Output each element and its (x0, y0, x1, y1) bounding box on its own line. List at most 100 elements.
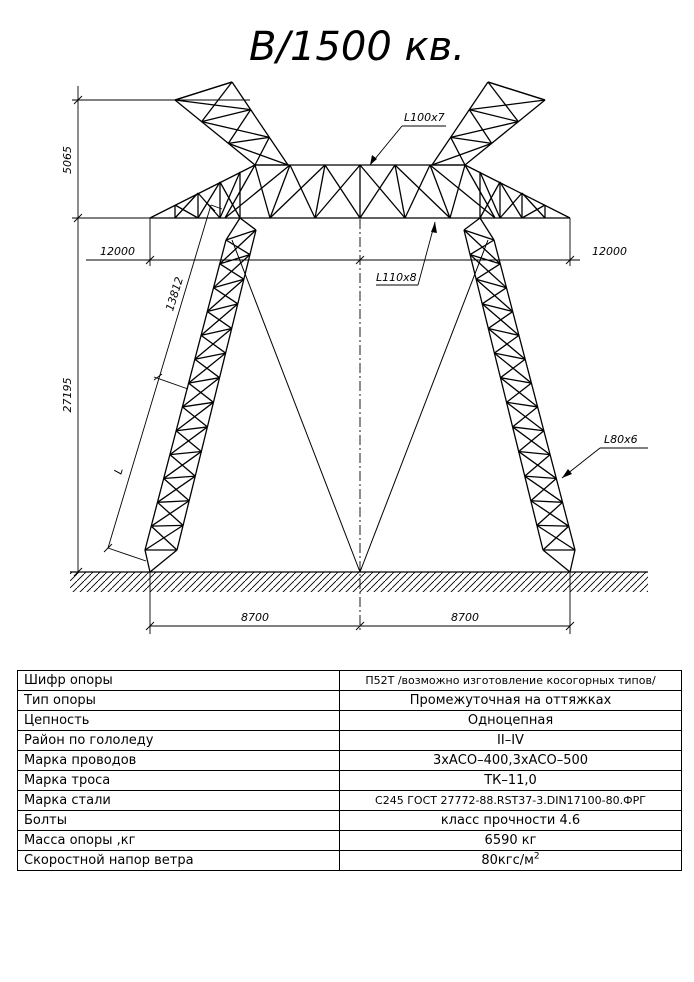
peak-chord (174, 99, 256, 166)
lattice-member (499, 192, 523, 219)
table-row: Скоростной напор ветра 80кгс/м2 (17, 850, 682, 871)
left-leg-strut (194, 352, 226, 360)
dim-top-height: 5065 (61, 146, 74, 174)
spec-value: II–IV (339, 730, 682, 751)
left-leg-brace (188, 352, 227, 384)
right-leg-strut (469, 253, 501, 265)
crossarm-brace (314, 164, 361, 219)
right-leg-strut (482, 303, 513, 313)
right-leg-brace (475, 278, 514, 313)
right-leg-brace (524, 475, 563, 503)
lattice-member (463, 217, 481, 231)
peak-tip (487, 81, 546, 101)
dim-left-span: 12000 (100, 245, 135, 258)
crossarm-strut (394, 164, 406, 219)
right-leg-brace (530, 500, 570, 527)
lattice-member (521, 204, 546, 219)
dim-leg-lower: L (112, 466, 126, 476)
left-leg-brace (175, 401, 214, 432)
right-leg-strut (488, 327, 520, 337)
right-leg-brace (518, 451, 557, 479)
lattice-member (197, 181, 221, 219)
spec-label: Марка проводов (17, 750, 340, 771)
spec-value: класс прочности 4.6 (339, 810, 682, 831)
lattice-member (479, 181, 501, 219)
label-brace-profile: L110x8 (376, 271, 417, 284)
left-leg-strut (182, 401, 214, 408)
left-leg-chord (144, 239, 227, 551)
lattice-member (239, 217, 257, 231)
lattice-member (499, 181, 523, 219)
peak-brace (487, 81, 519, 123)
spec-value: С245 ГОСТ 27772-88.RST37-3.DIN17100-80.Ф… (339, 790, 682, 811)
dim-leg-upper: 13812 (163, 275, 186, 312)
table-row: Цепность Одноцепная (17, 710, 682, 731)
tower-drawing: В/1500 кв. (61, 24, 648, 634)
crossarm-brace (394, 164, 451, 219)
lattice-member (144, 549, 151, 573)
crossarm-strut (269, 164, 291, 219)
leader-arrows (370, 155, 572, 478)
lattice-member (479, 217, 495, 241)
crossarm-brace (449, 164, 466, 219)
spec-value: 80кгс/м2 (339, 850, 682, 871)
crossarm-brace (269, 164, 326, 219)
peak-chord (464, 99, 546, 166)
spec-label: Масса опоры ,кг (17, 830, 340, 851)
left-leg-strut (151, 524, 184, 527)
peak-brace (254, 137, 270, 166)
right-leg-brace (463, 229, 501, 265)
dimension-lines (72, 86, 648, 634)
lattice-member (542, 549, 571, 573)
spec-value: ТК–11,0 (339, 770, 682, 791)
peak-brace (450, 121, 519, 138)
left-leg-strut (225, 229, 257, 241)
left-leg-brace (200, 303, 239, 336)
table-row: Район по гололеду II–IV (17, 730, 682, 751)
right-leg-strut (500, 377, 532, 384)
right-leg-strut (494, 352, 526, 360)
left-leg-brace (206, 278, 245, 313)
left-leg-brace (157, 475, 196, 503)
table-row: Марка троса ТК–11,0 (17, 770, 682, 791)
right-leg-brace (487, 327, 526, 360)
peak-brace (227, 109, 252, 144)
spec-label: Болты (17, 810, 340, 831)
spec-label: Тип опоры (17, 690, 340, 711)
dim-main-height: 27195 (61, 378, 74, 413)
spec-value: Одноцепная (339, 710, 682, 731)
peak-brace (201, 81, 233, 123)
left-leg-strut (163, 475, 196, 480)
right-leg-brace (493, 352, 532, 384)
peak-brace (228, 142, 289, 166)
crossarm-brace (254, 164, 271, 219)
specs-table: Шифр опоры П52Т /возможно изготовление к… (17, 670, 682, 871)
table-row: Тип опоры Промежуточная на оттяжках (17, 690, 682, 711)
peak-strut (450, 136, 492, 144)
left-leg-strut (213, 278, 245, 289)
right-leg-strut (463, 229, 495, 241)
lattice-member (219, 181, 241, 219)
peak-brace (468, 109, 493, 144)
right-leg-brace (512, 426, 551, 456)
right-leg-strut (512, 426, 544, 432)
right-leg-brace (500, 377, 539, 408)
peak-brace (174, 99, 251, 111)
left-leg-brace (169, 426, 208, 456)
spec-label: Марка троса (17, 770, 340, 791)
tower-lattice (144, 81, 576, 573)
lattice-member (174, 192, 199, 219)
left-leg-strut (188, 377, 220, 384)
crossarm-brace (359, 164, 396, 219)
lattice-member (149, 549, 178, 573)
lattice-member (479, 171, 501, 219)
peak-strut (228, 136, 270, 144)
spec-value: 6590 кг (339, 830, 682, 851)
table-row: Марка стали С245 ГОСТ 27772-88.RST37-3.D… (17, 790, 682, 811)
ground-hatch (70, 571, 648, 592)
guy-wires (231, 239, 489, 573)
right-leg-chord (493, 239, 576, 551)
peak-brace (450, 137, 466, 166)
lattice-member (225, 217, 241, 241)
table-row: Болты класс прочности 4.6 (17, 810, 682, 831)
